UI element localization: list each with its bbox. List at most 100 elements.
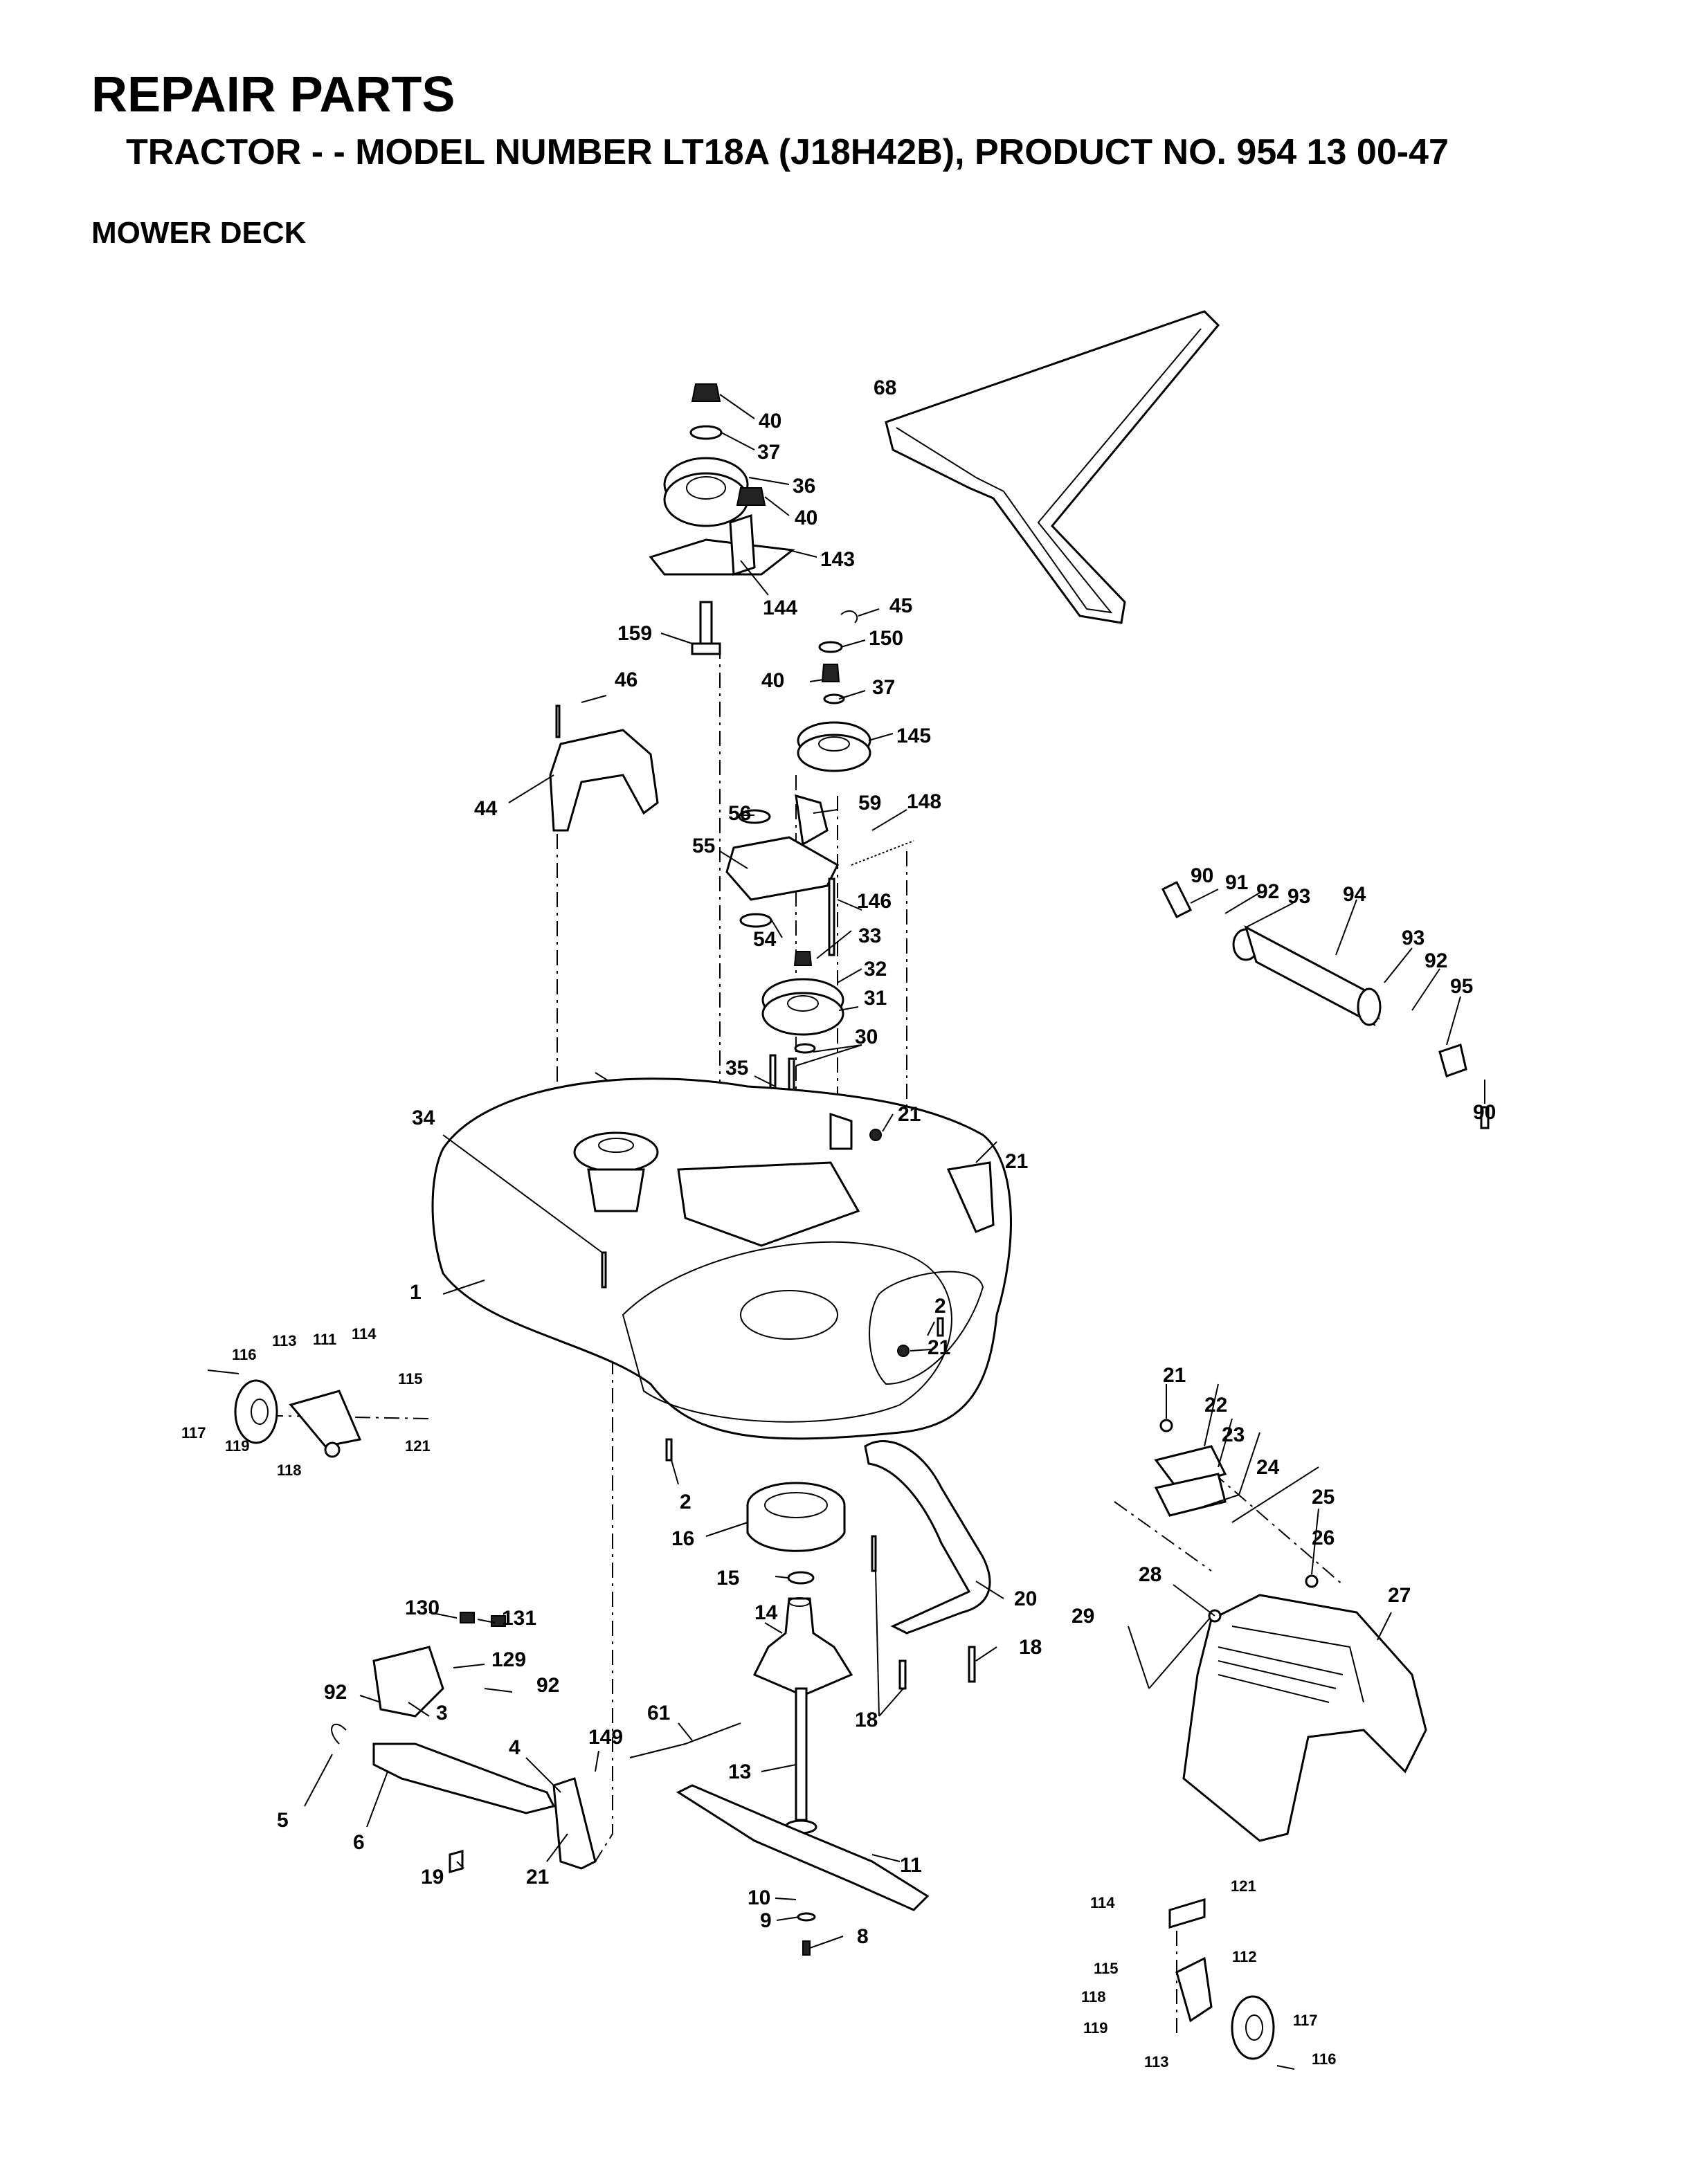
callout-15: 15	[716, 1567, 739, 1590]
callout-21: 21	[898, 1103, 921, 1126]
callout-115: 115	[1094, 1960, 1119, 1977]
callout-34: 34	[412, 1107, 435, 1129]
callout-28: 28	[1139, 1563, 1161, 1586]
spring-61	[629, 1722, 741, 1758]
callout-114: 114	[352, 1325, 377, 1343]
callout-40: 40	[795, 507, 817, 529]
callout-68: 68	[874, 376, 896, 399]
callout-145: 145	[896, 725, 931, 747]
callout-18: 18	[1019, 1636, 1042, 1659]
callout-56: 56	[728, 802, 751, 825]
callout-93: 93	[1402, 927, 1425, 949]
callout-112: 112	[1232, 1948, 1257, 1965]
callout-129: 129	[491, 1648, 526, 1671]
callout-18: 18	[855, 1709, 878, 1731]
callout-119: 119	[1083, 2019, 1108, 2037]
callout-130: 130	[405, 1596, 440, 1619]
callout-115: 115	[398, 1370, 423, 1387]
mower-deck-housing-1	[431, 1077, 1012, 1462]
callout-113: 113	[272, 1332, 297, 1349]
idler-pulley-assembly-upper	[649, 383, 795, 655]
callout-92: 92	[536, 1674, 559, 1697]
callout-5: 5	[277, 1809, 289, 1832]
callout-159: 159	[617, 622, 652, 645]
callout-146: 146	[857, 890, 892, 913]
callout-33: 33	[858, 925, 881, 947]
discharge-chute-27	[1148, 1574, 1427, 1842]
callout-37: 37	[757, 441, 780, 464]
callout-23: 23	[1222, 1423, 1245, 1446]
callout-labels: 68 40 37 36 40 143 144 159 45 150 40 37 …	[181, 376, 1496, 2071]
callout-21: 21	[928, 1336, 950, 1359]
callout-22: 22	[1204, 1394, 1227, 1417]
callout-117: 117	[1293, 2012, 1318, 2029]
callout-8: 8	[857, 1925, 869, 1948]
callout-13: 13	[728, 1760, 751, 1783]
gauge-wheel-right	[1168, 1898, 1295, 2070]
callout-91: 91	[1225, 871, 1248, 894]
callout-92: 92	[1425, 949, 1447, 972]
callout-4: 4	[509, 1736, 521, 1759]
callout-144: 144	[763, 597, 797, 619]
callout-149: 149	[588, 1726, 623, 1749]
callout-21: 21	[526, 1866, 549, 1889]
blade-spindle-assembly	[676, 1482, 930, 1956]
callout-21: 21	[1005, 1150, 1028, 1173]
callout-3: 3	[436, 1702, 448, 1725]
lift-link-assembly	[331, 1612, 597, 1873]
callout-14: 14	[754, 1601, 778, 1624]
callout-113: 113	[1144, 2053, 1169, 2071]
callout-32: 32	[864, 958, 887, 981]
callout-93: 93	[1287, 885, 1310, 908]
callout-116: 116	[1312, 2050, 1337, 2068]
idler-pulley-assembly-lower	[725, 610, 914, 1122]
callout-121: 121	[1231, 1877, 1256, 1895]
callout-121: 121	[405, 1437, 431, 1455]
callout-31: 31	[864, 987, 887, 1010]
gauge-wheel-left	[207, 1369, 362, 1458]
callout-131: 131	[502, 1607, 536, 1630]
callout-114: 114	[1090, 1894, 1115, 1911]
page-header: REPAIR PARTS TRACTOR - - MODEL NUMBER LT…	[0, 0, 1682, 263]
callout-92: 92	[1256, 880, 1279, 903]
callout-27: 27	[1388, 1584, 1411, 1607]
callout-61: 61	[647, 1702, 670, 1725]
page-title: REPAIR PARTS	[91, 67, 455, 122]
callout-1: 1	[410, 1281, 422, 1304]
callout-35: 35	[725, 1057, 748, 1080]
callout-21: 21	[1163, 1364, 1186, 1387]
callout-148: 148	[907, 790, 941, 813]
callout-2: 2	[934, 1295, 946, 1318]
callout-59: 59	[858, 792, 881, 815]
callout-30: 30	[855, 1026, 878, 1048]
callout-54: 54	[753, 928, 777, 951]
chute-bracket-spring	[1154, 1419, 1240, 1517]
callout-26: 26	[1312, 1527, 1335, 1549]
callout-111: 111	[313, 1331, 336, 1348]
callout-55: 55	[692, 835, 715, 857]
model-subtitle: TRACTOR - - MODEL NUMBER LT18A (J18H42B)…	[126, 132, 1449, 172]
callout-46: 46	[615, 668, 637, 691]
callout-118: 118	[1081, 1988, 1106, 2005]
callout-11: 11	[900, 1854, 922, 1877]
callout-117: 117	[181, 1424, 206, 1441]
callout-2: 2	[680, 1491, 691, 1513]
section-title: MOWER DECK	[91, 216, 307, 250]
callout-9: 9	[760, 1909, 772, 1932]
callout-95: 95	[1450, 975, 1473, 998]
belt-guard-44	[549, 704, 659, 832]
callout-20: 20	[1014, 1587, 1037, 1610]
callout-45: 45	[889, 594, 912, 617]
callout-25: 25	[1312, 1486, 1335, 1509]
callout-29: 29	[1071, 1605, 1094, 1628]
callout-40: 40	[761, 669, 784, 692]
callout-150: 150	[869, 627, 903, 650]
anti-scalp-roller-assembly	[1161, 880, 1490, 1129]
callout-90: 90	[1473, 1101, 1496, 1124]
callout-16: 16	[671, 1527, 694, 1550]
callout-19: 19	[421, 1866, 444, 1889]
callout-94: 94	[1343, 883, 1366, 906]
baffle-arm-20	[864, 1440, 991, 1690]
callout-116: 116	[232, 1346, 257, 1363]
